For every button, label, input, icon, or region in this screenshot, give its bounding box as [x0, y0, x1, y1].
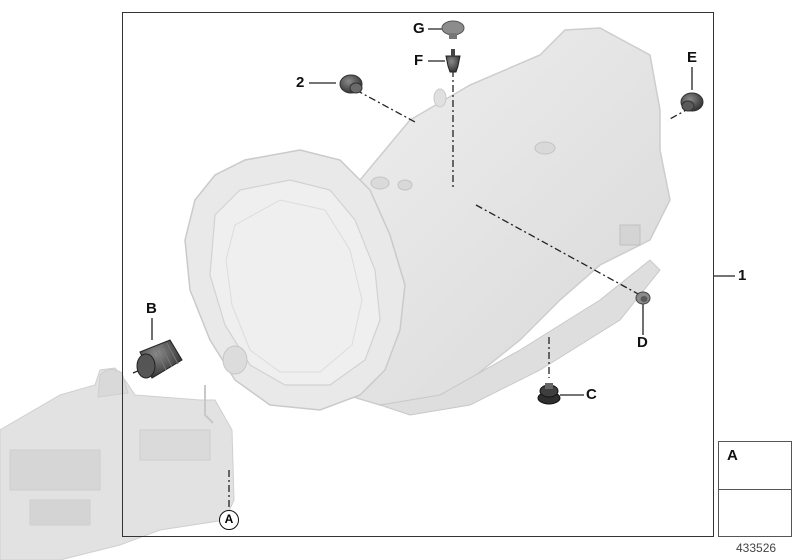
- callout-c[interactable]: C: [586, 386, 597, 403]
- callout-lines: [151, 28, 735, 396]
- part-2-plug: [339, 74, 363, 94]
- image-number: 433526: [736, 541, 777, 555]
- callout-b[interactable]: B: [146, 300, 157, 317]
- callout-e[interactable]: E: [687, 49, 698, 66]
- part-c-drain-plug: [537, 383, 561, 405]
- callout-2[interactable]: 2: [296, 74, 305, 91]
- assembly-frame: [122, 12, 714, 537]
- valve-body: [0, 367, 235, 560]
- callout-a-circle[interactable]: A: [219, 510, 239, 530]
- callout-g[interactable]: G: [413, 20, 425, 37]
- part-b-sleeve: [136, 339, 183, 379]
- part-g-cap: [441, 20, 465, 39]
- part-f-breather: [445, 49, 461, 73]
- legend-arrow-cell: [719, 490, 791, 536]
- legend-screw-label: A: [727, 447, 738, 464]
- legend-screw-cell: A: [719, 442, 791, 490]
- transmission-housing: [184, 27, 671, 416]
- callout-f[interactable]: F: [414, 52, 424, 69]
- part-d-plug: [635, 291, 651, 305]
- part-e-plug: [680, 92, 704, 112]
- legend-box: A: [718, 441, 792, 537]
- callout-d[interactable]: D: [637, 334, 648, 351]
- callout-1[interactable]: 1: [738, 267, 747, 284]
